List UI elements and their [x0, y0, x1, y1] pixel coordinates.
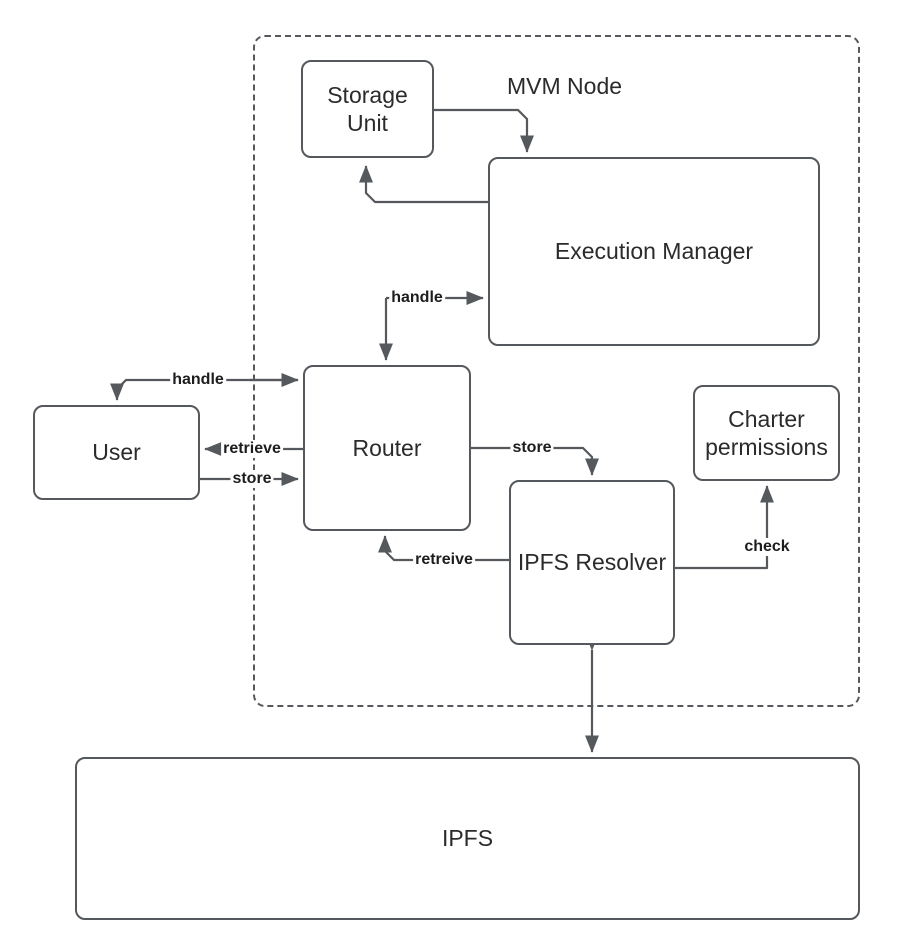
node-ipfs-label: IPFS: [441, 825, 494, 852]
node-charter-permissions[interactable]: Charter permissions: [693, 385, 840, 481]
node-storage-unit-label: Storage Unit: [327, 81, 408, 136]
edge-label-retreive-router: retreive: [413, 551, 475, 569]
edge-label-handle-user: handle: [170, 371, 226, 389]
edge-label-store-resolver: store: [510, 439, 554, 457]
node-user-label: User: [92, 439, 141, 466]
node-execution-manager-label: Execution Manager: [554, 238, 754, 265]
edge-label-store-user: store: [230, 470, 274, 488]
mvm-node-title: MVM Node: [504, 73, 626, 100]
edge-label-retrieve-user: retrieve: [221, 440, 283, 458]
node-user[interactable]: User: [33, 405, 200, 500]
node-router-label: Router: [352, 434, 422, 461]
node-router[interactable]: Router: [303, 365, 471, 531]
mvm-node-boundary: [253, 35, 860, 707]
node-execution-manager[interactable]: Execution Manager: [488, 157, 820, 346]
node-charter-permissions-label: Charter permissions: [705, 405, 828, 460]
node-ipfs-resolver[interactable]: IPFS Resolver: [509, 480, 675, 645]
node-ipfs[interactable]: IPFS: [75, 757, 860, 920]
node-storage-unit[interactable]: Storage Unit: [301, 60, 434, 158]
node-ipfs-resolver-label: IPFS Resolver: [517, 549, 667, 576]
edge-label-handle-execution: handle: [389, 289, 445, 307]
edge-label-check-charter: check: [742, 538, 792, 556]
